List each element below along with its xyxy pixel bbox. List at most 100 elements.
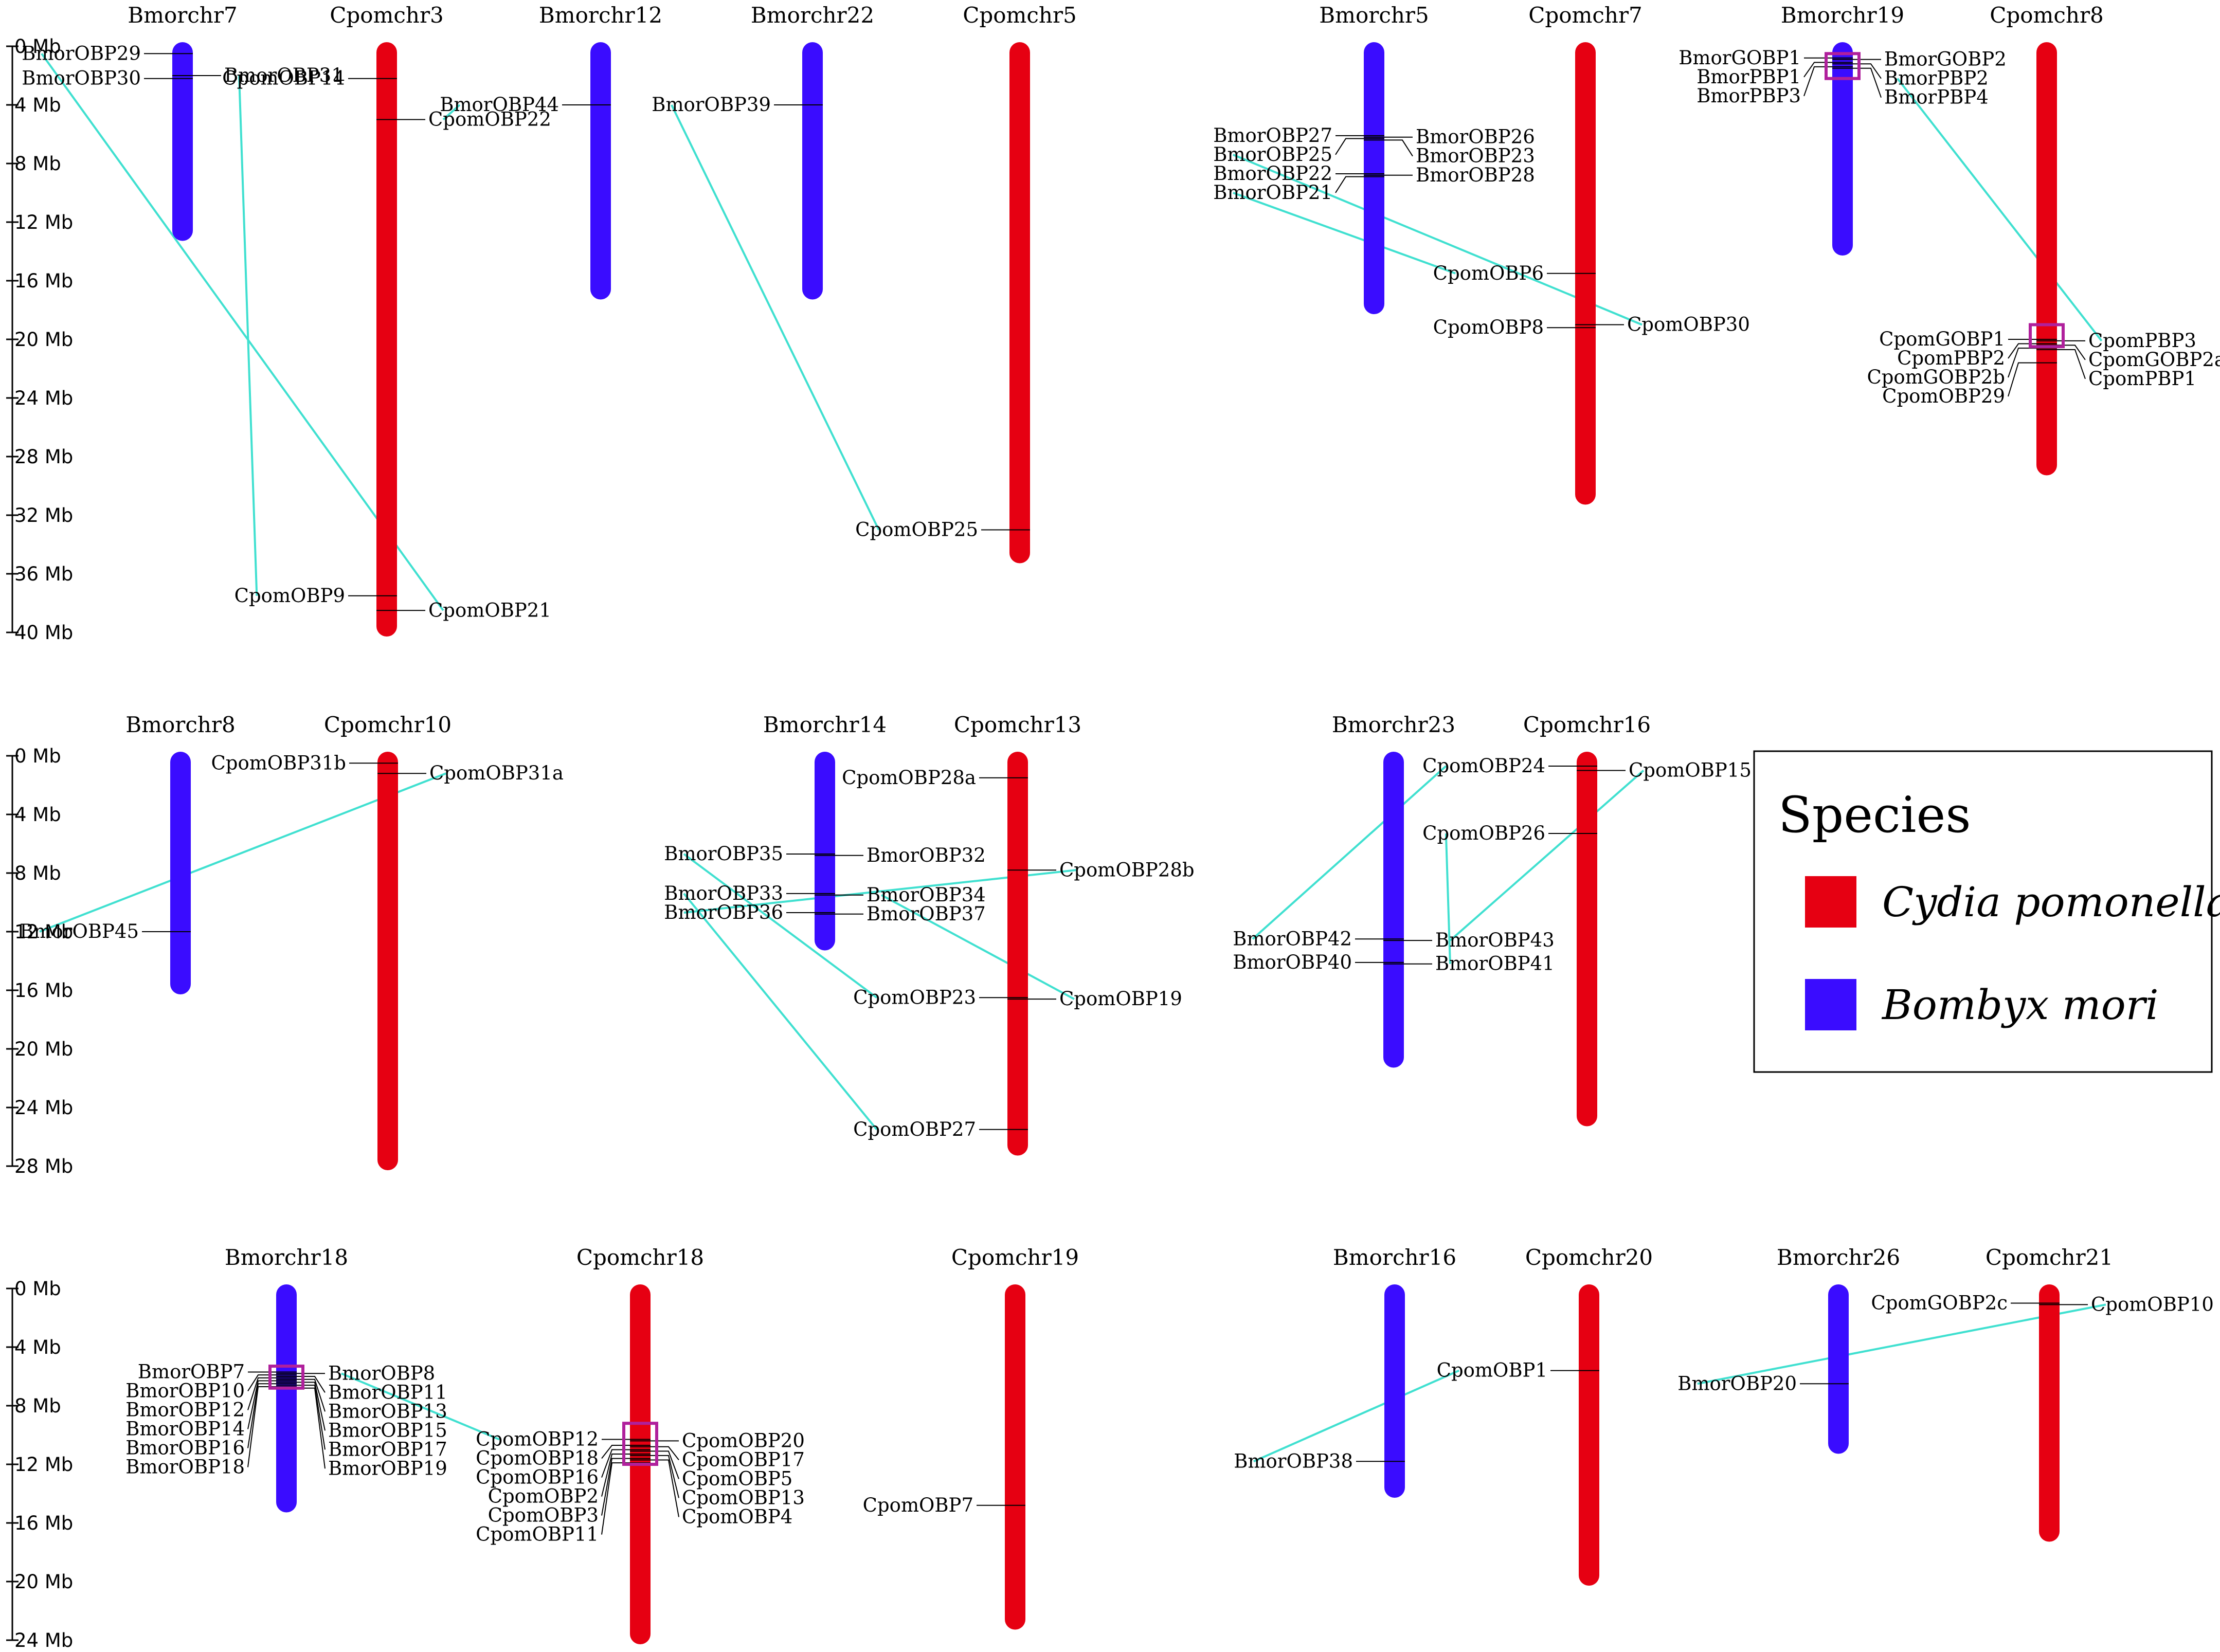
gene-leader	[297, 1387, 326, 1469]
gene-bmorobp42: BmorOBP42	[1233, 928, 1404, 950]
gene-label: CpomOBP19	[1059, 988, 1182, 1010]
gene-cluster-box	[2029, 323, 2065, 349]
gene-label: CpomOBP31a	[429, 762, 564, 784]
gene-label: BmorOBP10	[125, 1379, 245, 1402]
gene-cpomobp28a: CpomOBP28a	[842, 767, 1028, 789]
gene-cluster-box	[1825, 52, 1861, 80]
gene-cpomobp7: CpomOBP7	[863, 1494, 1025, 1516]
gene-leader	[247, 1377, 276, 1410]
chromosome-bar	[170, 752, 191, 994]
gene-bmorobp41: BmorOBP41	[1383, 953, 1555, 975]
chromosome-bmorchr22: Bmorchr22	[751, 3, 874, 300]
gene-cpomobp8: CpomOBP8	[1433, 316, 1596, 338]
gene-cpomobp31b: CpomOBP31b	[211, 752, 398, 774]
chromosome-name: Cpomchr18	[576, 1245, 704, 1270]
chromosome-bar	[2039, 1284, 2060, 1542]
orthology-link	[41, 53, 444, 611]
gene-label: BmorOBP17	[328, 1438, 447, 1460]
gene-label: BmorOBP28	[1416, 164, 1535, 186]
gene-label: CpomOBP28b	[1059, 859, 1195, 881]
gene-leader	[2057, 349, 2086, 379]
gene-leader	[601, 1462, 630, 1535]
axis-tick-label: 0 Mb	[14, 745, 61, 767]
gene-label: CpomOBP12	[476, 1428, 599, 1450]
axis-tick-label: 0 Mb	[14, 1278, 61, 1300]
orthology-link	[1233, 192, 1456, 275]
gene-label: CpomGOBP2a	[2088, 349, 2220, 371]
chromosome-bar	[802, 42, 823, 300]
orthology-link	[442, 104, 461, 120]
gene-cpomobp20: CpomOBP20	[630, 1429, 805, 1451]
gene-label: BmorOBP41	[1435, 953, 1555, 975]
axis-tick-label: 24 Mb	[14, 1629, 73, 1651]
axis-tick-label: 28 Mb	[14, 1155, 73, 1177]
gene-label: BmorOBP42	[1233, 928, 1352, 950]
gene-cpomobp30: CpomOBP30	[1575, 314, 1750, 336]
axis-tick-label: 16 Mb	[14, 270, 73, 292]
gene-label: CpomOBP24	[1422, 755, 1545, 777]
orthology-link	[238, 75, 258, 596]
gene-leader	[1853, 63, 1882, 79]
gene-label: CpomOBP6	[1433, 262, 1544, 284]
chromosome-name: Bmorchr12	[539, 3, 662, 28]
gene-label: CpomOBP18	[476, 1447, 599, 1469]
chromosome-name: Bmorchr5	[1319, 3, 1429, 28]
orthology-link	[1697, 1303, 2106, 1385]
gene-bmorobp37: BmorOBP37	[815, 903, 986, 925]
gene-label: BmorOBP30	[22, 67, 141, 89]
gene-bmorobp29: BmorOBP29	[22, 42, 193, 64]
gene-label: CpomPBP1	[2088, 368, 2196, 390]
gene-cpomobp25: CpomOBP25	[855, 519, 1030, 541]
axis-tick-label: 0 Mb	[14, 35, 61, 58]
gene-leader	[247, 1386, 276, 1467]
gene-label: BmorOBP36	[664, 901, 783, 923]
chromosome-bar	[815, 752, 835, 951]
gene-leader	[1335, 138, 1364, 155]
gene-label: CpomOBP30	[1627, 314, 1750, 336]
gene-cpompbp3: CpomPBP3	[2036, 330, 2196, 352]
gene-label: CpomGOBP2c	[1871, 1292, 2008, 1314]
gene-label: BmorPBP3	[1696, 85, 1801, 107]
gene-cpomobp21: CpomOBP21	[376, 599, 551, 621]
gene-bmorobp8: BmorOBP8	[276, 1362, 435, 1384]
chromosome-name: Cpomchr7	[1528, 3, 1643, 28]
gene-label: BmorOBP21	[1213, 181, 1332, 204]
gene-bmorobp43: BmorOBP43	[1383, 929, 1555, 951]
legend-swatch-cydia-pomonella	[1805, 876, 1856, 928]
chromosome-bar	[1383, 752, 1404, 1068]
legend-swatch-bombyx-mori	[1805, 979, 1856, 1030]
chromosome-name: Bmorchr16	[1333, 1245, 1456, 1270]
chromosome-name: Cpomchr13	[954, 712, 1081, 737]
axis-tick-label: 32 Mb	[14, 504, 73, 527]
chromosome-bmorchr8: Bmorchr8	[125, 712, 236, 994]
chromosome-bmorchr12: Bmorchr12	[539, 3, 662, 300]
gene-label: BmorPBP4	[1884, 86, 1989, 108]
gene-cpomobp16: CpomOBP16	[476, 1449, 651, 1488]
gene-label: CpomOBP14	[222, 67, 345, 89]
chromosome-name: Bmorchr14	[763, 712, 887, 737]
gene-bmorobp22: BmorOBP22	[1213, 162, 1384, 185]
gene-label: BmorOBP35	[664, 843, 783, 865]
gene-cpomobp19: CpomOBP19	[1007, 988, 1182, 1010]
axis-tick-label: 40 Mb	[14, 622, 73, 644]
axis-tick-label: 4 Mb	[14, 94, 61, 116]
chromosome-bar	[1007, 752, 1028, 1156]
gene-bmorobp34: BmorOBP34	[815, 884, 986, 906]
chromosome-cpomchr5: Cpomchr5	[963, 3, 1077, 564]
gene-label: BmorOBP13	[328, 1400, 447, 1422]
gene-label: CpomGOBP2b	[1867, 366, 2005, 388]
orthology-link	[1233, 154, 1643, 326]
gene-label: CpomOBP7	[863, 1494, 973, 1516]
orthology-link	[683, 893, 878, 1131]
chromosome-cpomchr19: Cpomchr19	[951, 1245, 1079, 1630]
gene-bmorobp21: BmorOBP21	[1213, 176, 1384, 204]
chromosome-cpomchr8: Cpomchr8	[1990, 3, 2104, 476]
axis-tick-label: 12 Mb	[14, 921, 73, 943]
gene-leader	[297, 1378, 326, 1412]
chromosome-name: Bmorchr19	[1781, 3, 1904, 28]
chromosome-bar	[1009, 42, 1030, 564]
